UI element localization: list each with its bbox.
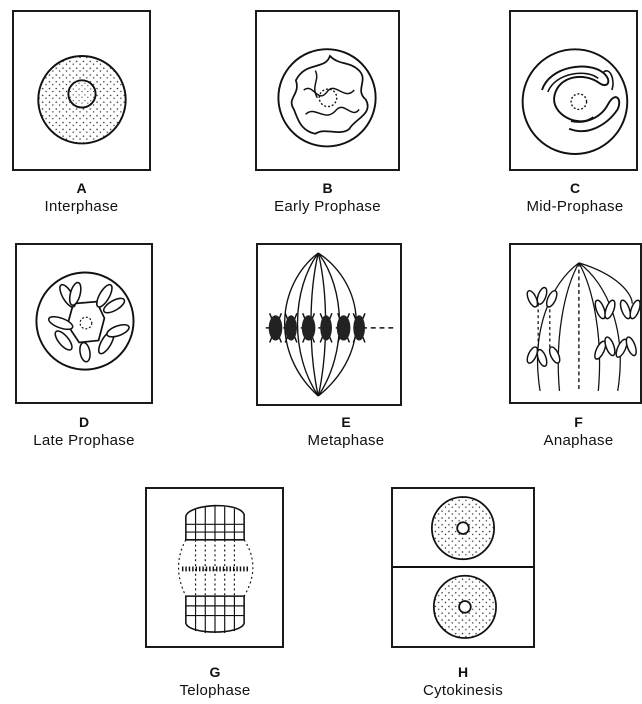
caption-cytokinesis: H Cytokinesis [385, 664, 541, 700]
anaphase-spindle-illustration [511, 245, 640, 402]
panel-mid-prophase [509, 10, 638, 171]
panel-interphase [12, 10, 151, 171]
caption-mid-prophase: C Mid-Prophase [508, 180, 642, 216]
metaphase-spindle-illustration [258, 245, 400, 404]
panel-letter: A [12, 180, 151, 198]
phase-name: Mid-Prophase [508, 198, 642, 217]
phase-name: Metaphase [256, 432, 436, 451]
panel-letter: F [515, 414, 642, 432]
panel-letter: D [5, 414, 163, 432]
panel-metaphase [256, 243, 402, 406]
caption-interphase: A Interphase [12, 180, 151, 216]
caption-telophase: G Telophase [140, 664, 290, 700]
panel-late-prophase [15, 243, 153, 404]
phase-name: Early Prophase [240, 198, 415, 217]
early-prophase-cell-illustration [257, 12, 398, 169]
phase-name: Telophase [140, 682, 290, 701]
caption-anaphase: F Anaphase [515, 414, 642, 450]
panel-early-prophase [255, 10, 400, 171]
panel-letter: E [256, 414, 436, 432]
panel-letter: H [385, 664, 541, 682]
cytokinesis-cells-illustration [393, 489, 533, 646]
late-prophase-cell-illustration [17, 245, 151, 402]
phase-name: Cytokinesis [385, 682, 541, 701]
caption-metaphase: E Metaphase [256, 414, 436, 450]
phase-name: Interphase [12, 198, 151, 217]
caption-early-prophase: B Early Prophase [240, 180, 415, 216]
interphase-cell-illustration [14, 12, 149, 169]
phase-name: Anaphase [515, 432, 642, 451]
panel-telophase [145, 487, 284, 648]
caption-late-prophase: D Late Prophase [5, 414, 163, 450]
panel-letter: G [140, 664, 290, 682]
mid-prophase-cell-illustration [511, 12, 636, 169]
panel-cytokinesis [391, 487, 535, 648]
panel-anaphase [509, 243, 642, 404]
panel-letter: B [240, 180, 415, 198]
telophase-cell-illustration [147, 489, 282, 646]
panel-letter: C [508, 180, 642, 198]
phase-name: Late Prophase [5, 432, 163, 451]
